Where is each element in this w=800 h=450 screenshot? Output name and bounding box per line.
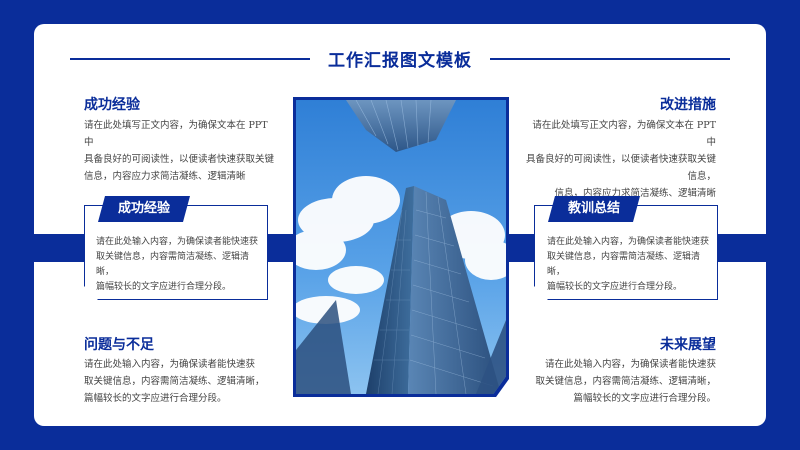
text-line: 篇幅较长的文字应进行合理分段。 [573,393,716,404]
text-mid-right: 请在此处输入内容，为确保读者能快速获 取关键信息，内容需简洁凝练、逻辑清晰， 篇… [547,235,713,295]
text-line: 请在此处输入内容，为确保读者能快速获 [84,359,256,370]
text-line: 篇幅较长的文字应进行合理分段。 [96,282,232,292]
text-line: 信息，内容应力求简洁凝练、逻辑清晰 [84,171,246,182]
text-line: 具备良好的可阅读性，以便读者快速获取关键信息， [525,154,716,182]
skyscraper-illustration [296,100,506,394]
text-line: 具备良好的可阅读性，以便读者快速获取关键 [84,154,275,165]
text-mid-left: 请在此处输入内容，为确保读者能快速获 取关键信息，内容需简洁凝练、逻辑清晰， 篇… [96,235,262,295]
text-line: 请在此处填写正文内容，为确保文本在 PPT 中 [84,120,268,148]
heading-bottom-left: 问题与不足 [84,337,154,353]
text-line: 请在此处填写正文内容，为确保文本在 PPT 中 [532,120,716,148]
text-line: 请在此处输入内容，为确保读者能快速获 [547,237,710,247]
text-line: 取关键信息，内容需简洁凝练、逻辑清晰， [547,252,701,277]
text-top-left: 请在此处填写正文内容，为确保文本在 PPT 中 具备良好的可阅读性，以便读者快速… [84,117,274,185]
text-line: 取关键信息，内容需简洁凝练、逻辑清晰， [535,376,716,387]
text-line: 取关键信息，内容需简洁凝练、逻辑清晰， [84,376,265,387]
text-line: 信息，内容应力求简洁凝练、逻辑清晰 [554,188,716,199]
title-row: 工作汇报图文模板 [70,51,730,71]
text-top-right: 请在此处填写正文内容，为确保文本在 PPT 中 具备良好的可阅读性，以便读者快速… [520,117,716,202]
heading-top-left: 成功经验 [84,97,140,113]
text-bottom-left: 请在此处输入内容，为确保读者能快速获 取关键信息，内容需简洁凝练、逻辑清晰， 篇… [84,356,274,407]
text-line: 请在此处输入内容，为确保读者能快速获 [96,237,259,247]
title-line-left [70,58,310,60]
text-bottom-right: 请在此处输入内容，为确保读者能快速获 取关键信息，内容需简洁凝练、逻辑清晰， 篇… [530,356,716,407]
heading-top-right: 改进措施 [660,97,716,113]
text-line: 篇幅较长的文字应进行合理分段。 [84,393,227,404]
heading-bottom-right: 未来展望 [660,337,716,353]
text-line: 篇幅较长的文字应进行合理分段。 [547,282,683,292]
tag-mid-left: 成功经验 [98,196,190,222]
skyscraper-photo [296,100,506,394]
text-line: 取关键信息，内容需简洁凝练、逻辑清晰， [96,252,250,277]
tag-mid-right: 教训总结 [548,196,640,222]
text-line: 请在此处输入内容，为确保读者能快速获 [544,359,716,370]
page-title: 工作汇报图文模板 [328,51,472,71]
title-line-right [490,58,730,60]
